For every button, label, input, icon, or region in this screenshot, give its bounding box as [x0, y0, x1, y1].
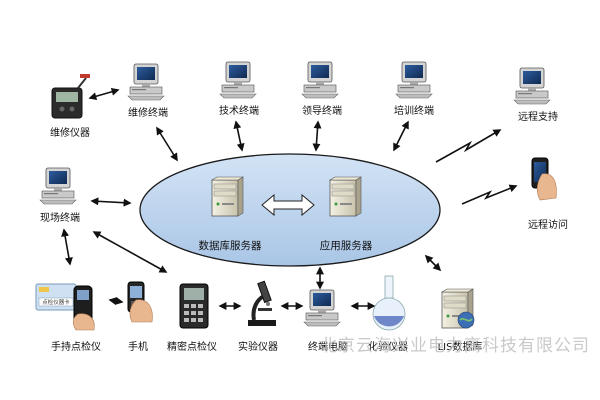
mobile-phone-icon [127, 281, 153, 323]
handheld-inspector-icon: 点检仪器卡 [35, 283, 95, 331]
app-server-icon [329, 176, 362, 217]
database-server-icon [211, 176, 244, 217]
network-ellipse [139, 153, 441, 267]
remote-support-icon [513, 67, 551, 105]
repair-terminal-label: 维修终端 [128, 106, 168, 119]
lis-database-server-icon [441, 288, 475, 329]
terminal-computer-label: 终端电脑 [308, 340, 348, 353]
lab-instrument-label: 实验仪器 [238, 340, 278, 353]
lis-database-label: LIS数据库 [438, 340, 483, 353]
app-server-label: 应用服务器 [320, 239, 373, 252]
company-watermark: 北京云海兴业电力高科技有限公司 [320, 336, 590, 356]
tech-terminal-icon [219, 61, 257, 99]
server-link-arrow [261, 193, 315, 217]
database-server-label: 数据库服务器 [199, 239, 262, 252]
training-terminal-icon [395, 61, 433, 99]
handheld-inspector-label: 手持点检仪 [51, 340, 101, 353]
precision-inspector-label: 精密点检仪 [167, 340, 217, 353]
multimeter-icon [51, 74, 90, 119]
field-terminal-label: 现场终端 [40, 211, 80, 224]
leader-terminal-icon [301, 61, 339, 99]
microscope-icon [248, 280, 276, 326]
connection-arrows [61, 87, 518, 310]
chem-instrument-label: 化验仪器 [368, 340, 408, 353]
tech-terminal-label: 技术终端 [219, 104, 259, 117]
training-terminal-label: 培训终端 [394, 104, 434, 117]
smartphone-hand-icon [531, 157, 557, 201]
remote-access-label: 远程访问 [528, 218, 568, 231]
mobile-phone-label: 手机 [128, 340, 148, 353]
flask-icon [372, 275, 406, 331]
field-terminal-icon [39, 167, 77, 205]
leader-terminal-label: 领导终端 [302, 104, 342, 117]
repair-instrument-label: 维修仪器 [50, 126, 90, 139]
precision-inspector-icon [179, 283, 209, 329]
inspector-card-text: 点检仪器卡 [42, 298, 70, 306]
terminal-computer-icon [303, 289, 341, 327]
remote-support-label: 远程支持 [518, 110, 558, 123]
repair-terminal-icon [127, 63, 165, 101]
